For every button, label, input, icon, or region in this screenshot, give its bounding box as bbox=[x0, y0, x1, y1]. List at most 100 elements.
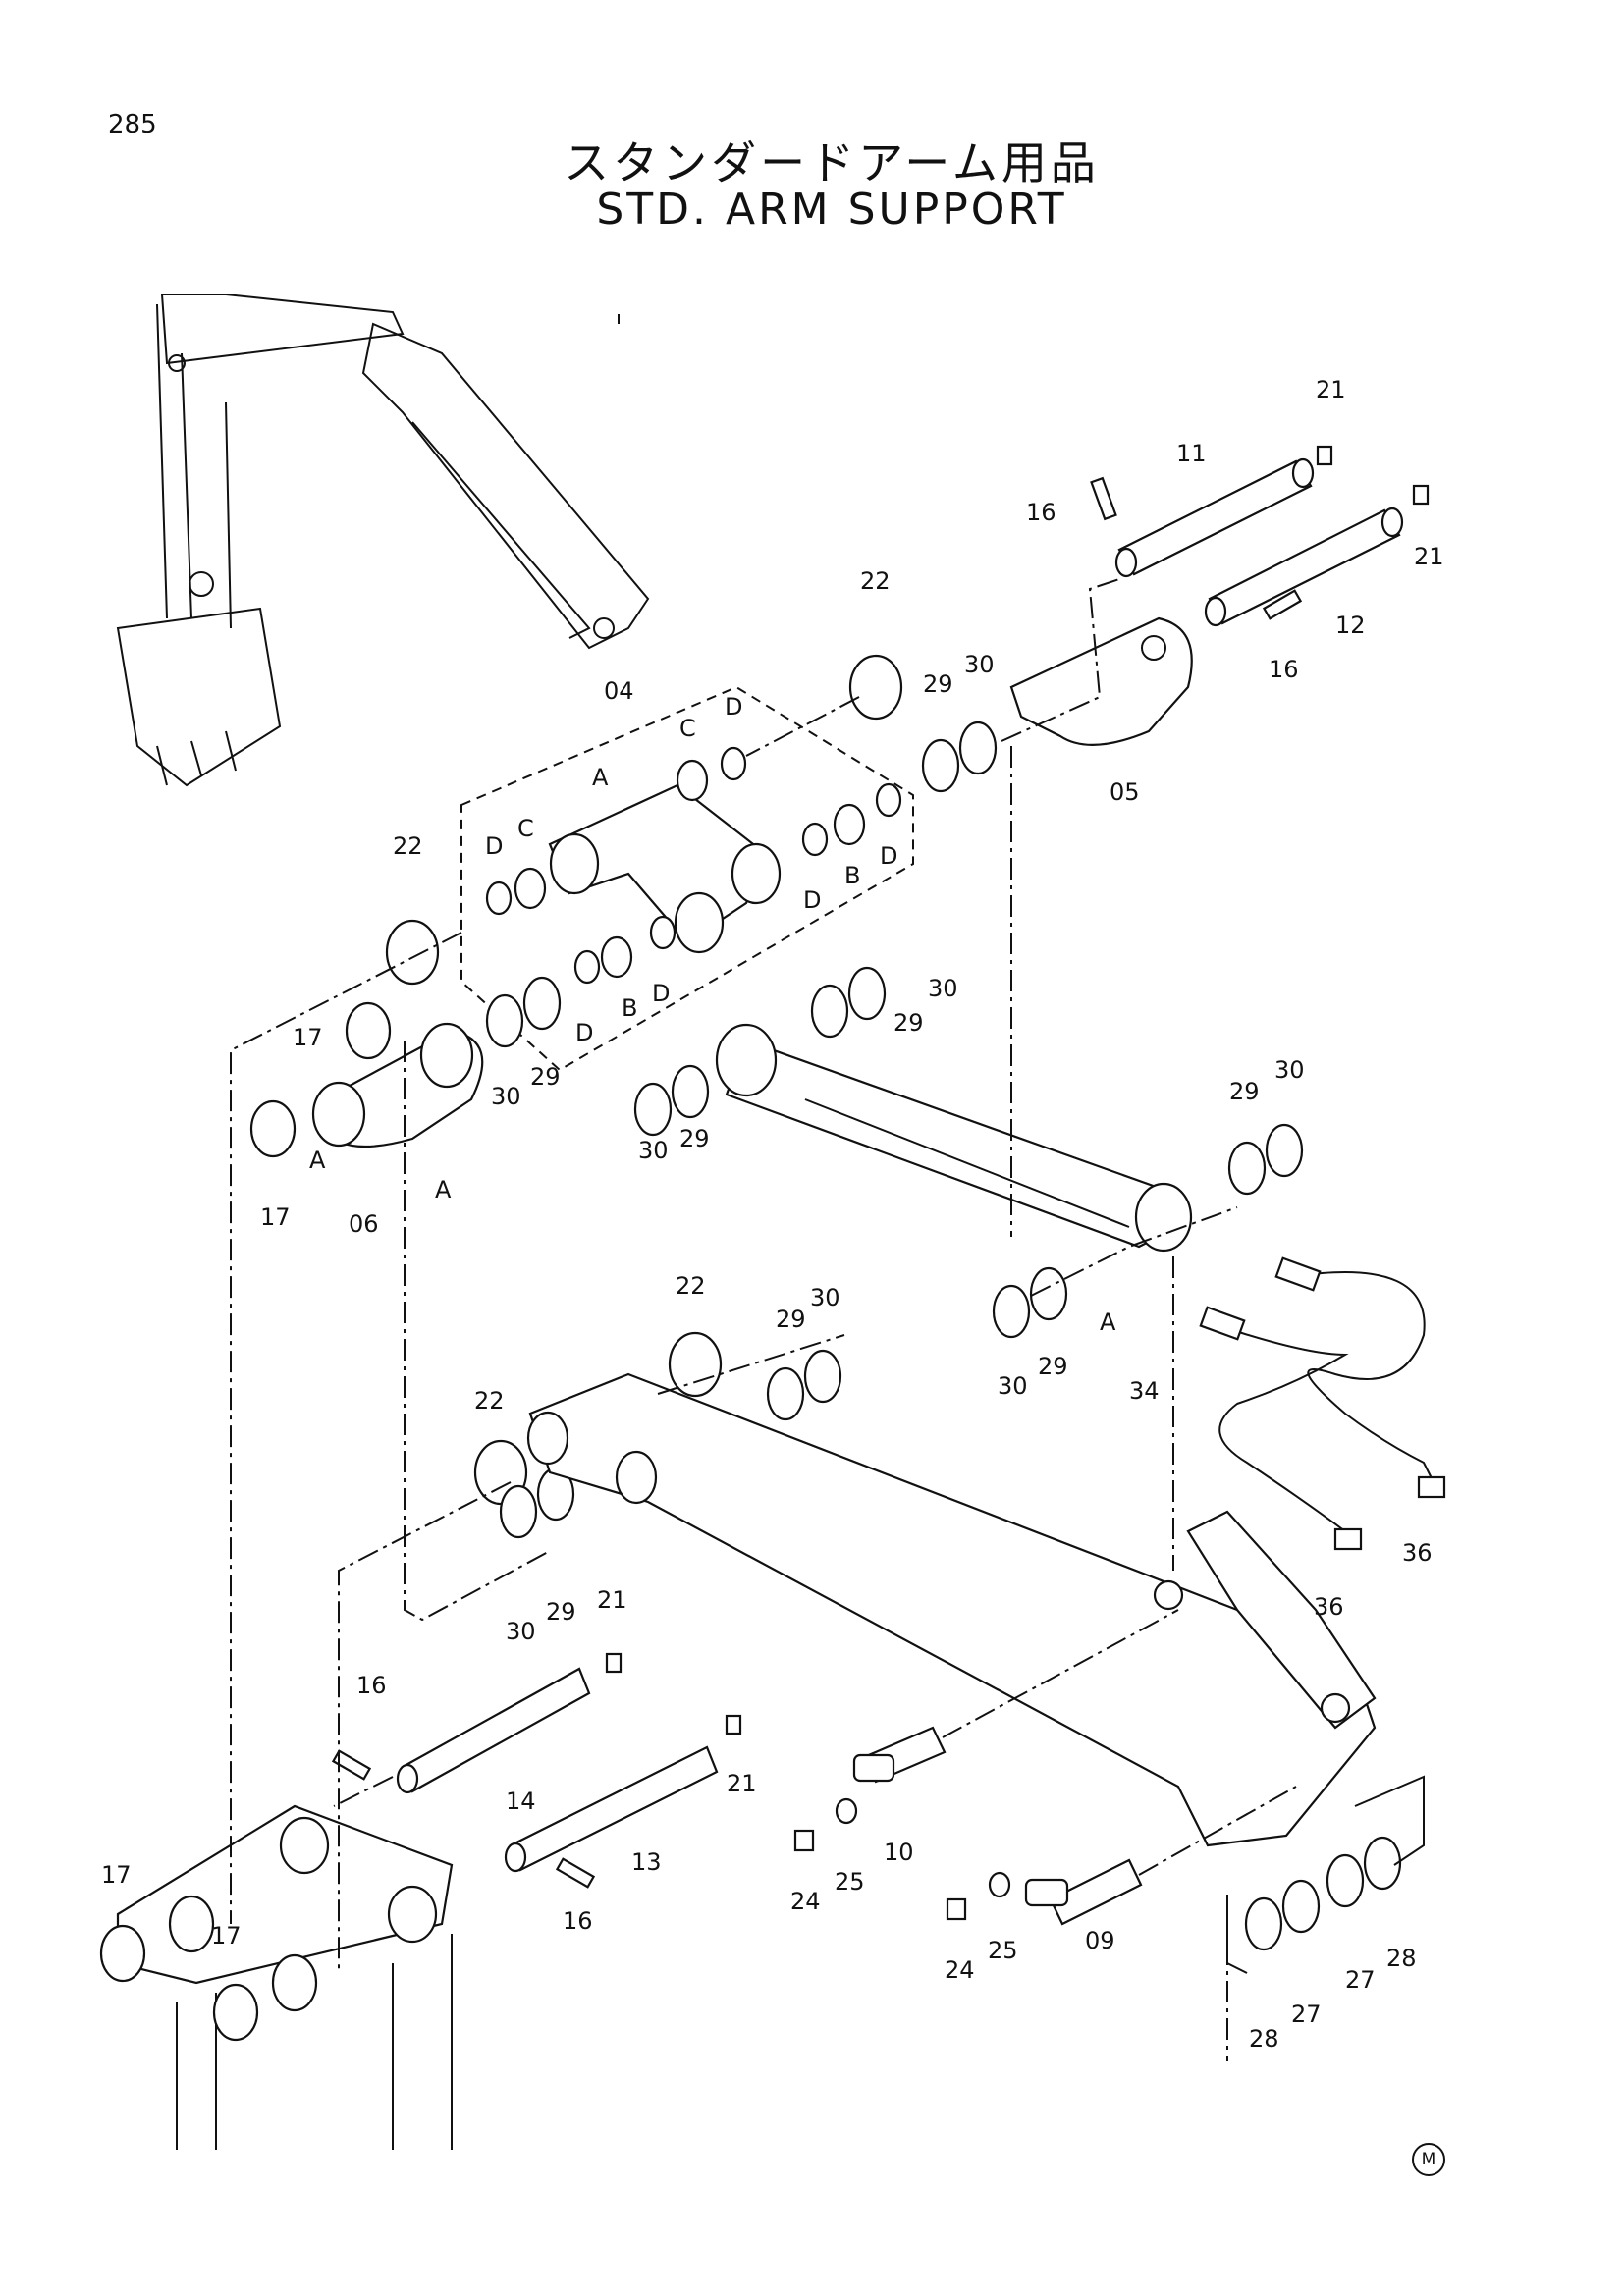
page-title-english: STD. ARM SUPPORT bbox=[596, 185, 1067, 235]
callout-36: 36 bbox=[1402, 1539, 1433, 1567]
grease-fitting-21-top bbox=[1316, 445, 1430, 506]
callout-16: 16 bbox=[1269, 656, 1299, 683]
callout-22: 22 bbox=[676, 1272, 706, 1300]
callout-B: B bbox=[844, 862, 860, 889]
thrust-plate-17-left bbox=[99, 1924, 146, 1983]
callout-12: 12 bbox=[1335, 612, 1366, 639]
grease-fitting-21-low bbox=[725, 1714, 742, 1735]
callout-29: 29 bbox=[923, 670, 953, 698]
pin-11 bbox=[1114, 457, 1315, 578]
alignment-lines bbox=[230, 314, 1425, 2061]
callout-25: 25 bbox=[988, 1937, 1018, 1964]
callout-04: 04 bbox=[604, 677, 634, 705]
shims-27-28 bbox=[1244, 1836, 1402, 1951]
boom-end bbox=[116, 1804, 454, 2150]
callout-13: 13 bbox=[631, 1848, 662, 1876]
callout-17: 17 bbox=[101, 1861, 132, 1889]
o-ring-22-mid bbox=[668, 1331, 723, 1398]
page-number: 285 bbox=[108, 110, 157, 139]
callout-D: D bbox=[575, 1019, 593, 1046]
callout-29: 29 bbox=[530, 1063, 561, 1091]
callout-21: 21 bbox=[1414, 543, 1444, 570]
callout-29: 29 bbox=[776, 1306, 806, 1333]
link-05 bbox=[1009, 616, 1193, 746]
callout-24: 24 bbox=[945, 1956, 975, 1984]
arm bbox=[526, 1372, 1377, 1847]
callout-25: 25 bbox=[835, 1868, 865, 1896]
callout-C: C bbox=[679, 715, 696, 742]
page-title-japanese: スタンダードアーム用品 bbox=[564, 136, 1100, 189]
callout-22: 22 bbox=[860, 567, 891, 595]
bucket-cylinder bbox=[715, 1023, 1193, 1253]
grease-fitting-21-mid bbox=[605, 1652, 623, 1674]
callout-21: 21 bbox=[727, 1770, 757, 1797]
callout-05: 05 bbox=[1110, 778, 1140, 806]
callout-D: D bbox=[652, 980, 670, 1007]
excavator-overview-drawing bbox=[116, 294, 650, 787]
callout-36: 36 bbox=[1314, 1593, 1344, 1621]
pin-09 bbox=[1024, 1858, 1143, 1926]
callout-06: 06 bbox=[349, 1210, 379, 1238]
o-ring-22-left bbox=[385, 919, 440, 986]
spring-pin-16-bottom-left bbox=[331, 1749, 372, 1781]
callout-29: 29 bbox=[679, 1125, 710, 1152]
callout-30: 30 bbox=[1274, 1056, 1305, 1084]
callout-17: 17 bbox=[260, 1203, 291, 1231]
o-ring-22-top bbox=[848, 654, 903, 721]
shims-29-30 bbox=[485, 721, 1304, 1539]
callout-30: 30 bbox=[810, 1284, 840, 1311]
callout-D: D bbox=[880, 842, 897, 870]
callout-28: 28 bbox=[1386, 1945, 1417, 1972]
callout-B: B bbox=[622, 994, 637, 1022]
callout-30: 30 bbox=[638, 1137, 669, 1164]
link-a-kit-04 bbox=[485, 746, 902, 985]
callout-30: 30 bbox=[928, 975, 958, 1002]
callout-22: 22 bbox=[393, 832, 423, 860]
callout-16: 16 bbox=[1026, 499, 1056, 526]
callout-A: A bbox=[309, 1147, 326, 1174]
registered-m-mark: M bbox=[1412, 2143, 1445, 2176]
callout-09: 09 bbox=[1085, 1927, 1115, 1954]
callout-29: 29 bbox=[546, 1598, 576, 1626]
pin-13 bbox=[504, 1745, 719, 1873]
callout-30: 30 bbox=[964, 651, 995, 678]
bolts-24-washers-25 bbox=[793, 1797, 1011, 1921]
callout-17: 17 bbox=[211, 1922, 242, 1949]
callout-29: 29 bbox=[893, 1009, 924, 1037]
callout-29: 29 bbox=[1229, 1078, 1260, 1105]
spring-pin-16-bottom-right bbox=[555, 1857, 596, 1889]
callout-A: A bbox=[592, 764, 609, 791]
spring-pin-16-top-left bbox=[1090, 476, 1117, 521]
link-06 bbox=[249, 1001, 484, 1158]
callout-D: D bbox=[725, 693, 742, 721]
callout-16: 16 bbox=[356, 1672, 387, 1699]
callout-30: 30 bbox=[998, 1372, 1028, 1400]
callout-29: 29 bbox=[1038, 1353, 1068, 1380]
callout-22: 22 bbox=[474, 1387, 505, 1415]
pin-12 bbox=[1204, 507, 1404, 627]
callout-27: 27 bbox=[1345, 1966, 1376, 1994]
pin-10 bbox=[852, 1726, 947, 1784]
callout-D: D bbox=[485, 832, 503, 860]
hose-36 bbox=[1199, 1256, 1446, 1551]
callout-A: A bbox=[435, 1176, 452, 1203]
callout-14: 14 bbox=[506, 1788, 536, 1815]
thrust-plate-17-right bbox=[212, 1983, 259, 2042]
callout-30: 30 bbox=[506, 1618, 536, 1645]
callout-11: 11 bbox=[1176, 440, 1207, 467]
callout-17: 17 bbox=[293, 1024, 323, 1051]
callout-30: 30 bbox=[491, 1083, 521, 1110]
callout-C: C bbox=[517, 815, 534, 842]
callout-16: 16 bbox=[563, 1907, 593, 1935]
callout-34: 34 bbox=[1129, 1377, 1160, 1405]
callout-28: 28 bbox=[1249, 2025, 1279, 2053]
spring-pin-16-top-right bbox=[1262, 589, 1303, 620]
callout-21: 21 bbox=[1316, 376, 1346, 403]
kit-04-boundary bbox=[460, 685, 914, 1072]
callout-10: 10 bbox=[884, 1839, 914, 1866]
callout-21: 21 bbox=[597, 1586, 627, 1614]
pin-14 bbox=[396, 1667, 591, 1794]
callout-27: 27 bbox=[1291, 2001, 1322, 2028]
callout-D: D bbox=[803, 886, 821, 914]
